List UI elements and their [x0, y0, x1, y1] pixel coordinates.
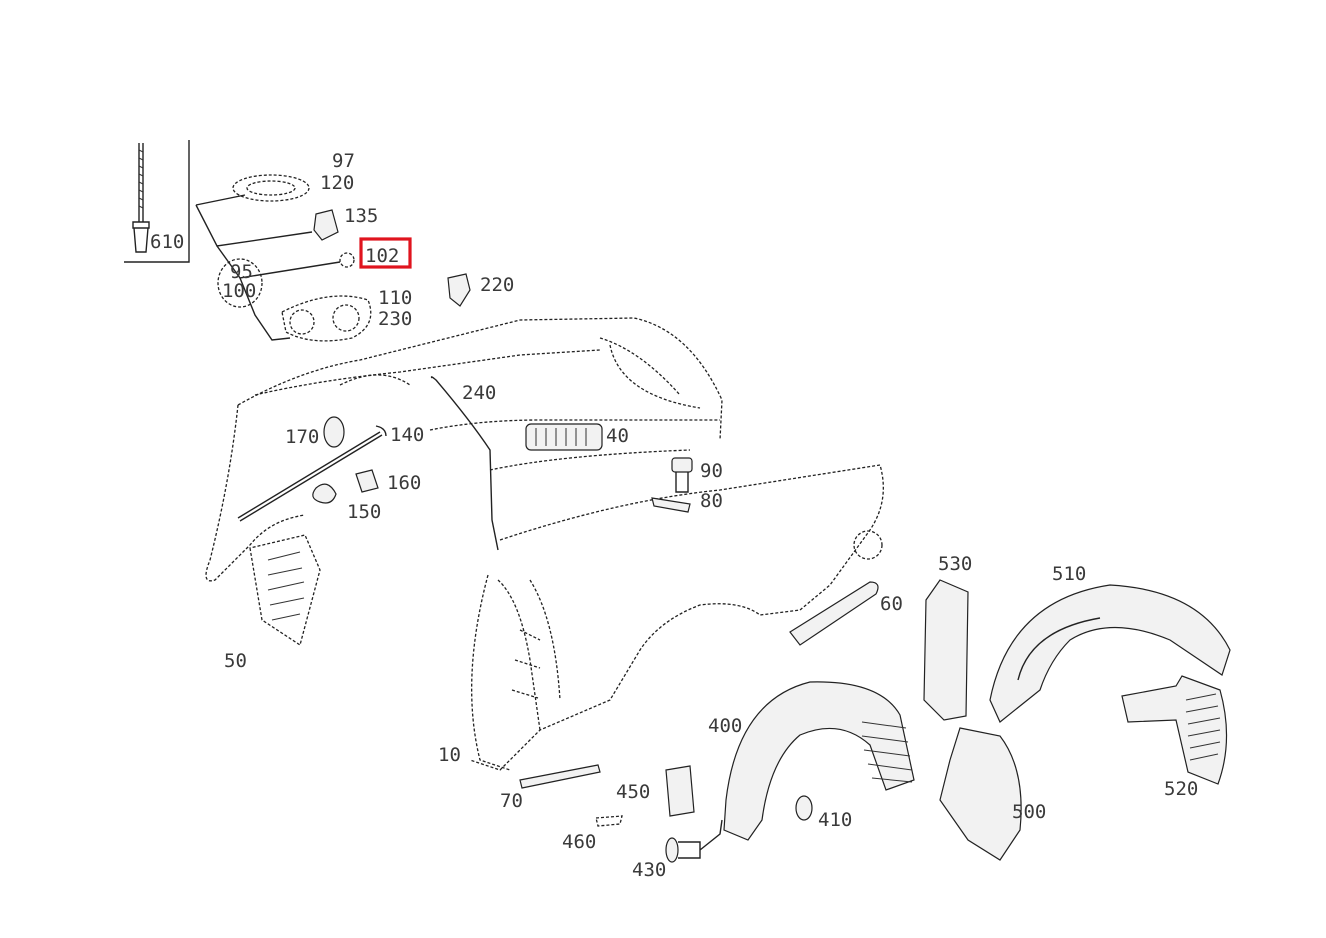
bracket-160-illustration	[355, 469, 379, 493]
callout-410[interactable]: 410	[818, 809, 852, 831]
callout-170[interactable]: 170	[285, 426, 319, 448]
callout-90[interactable]: 90	[700, 460, 723, 482]
rod-140-illustration	[237, 425, 387, 522]
upper-lamp-group-illustration	[195, 174, 471, 342]
bracket-80-illustration	[651, 497, 691, 513]
clip-170-illustration	[323, 416, 345, 448]
callout-160[interactable]: 160	[387, 472, 421, 494]
callout-100[interactable]: 100	[222, 280, 256, 302]
liner-520-illustration	[1121, 675, 1228, 785]
callout-140[interactable]: 140	[390, 424, 424, 446]
callout-220[interactable]: 220	[480, 274, 514, 296]
callout-530[interactable]: 530	[938, 553, 972, 575]
rear-quarter-panel-illustration	[469, 464, 884, 771]
callout-500[interactable]: 500	[1012, 801, 1046, 823]
selected-part-highlight[interactable]	[359, 237, 412, 269]
callout-150[interactable]: 150	[347, 501, 381, 523]
callout-40[interactable]: 40	[606, 425, 629, 447]
callout-430[interactable]: 430	[632, 859, 666, 881]
callout-400[interactable]: 400	[708, 715, 742, 737]
holder-150-illustration	[312, 483, 337, 504]
part-460-illustration	[595, 815, 623, 827]
wheel-arch-400-illustration	[723, 681, 915, 841]
clip-430-illustration	[665, 819, 723, 863]
callout-610[interactable]: 610	[150, 231, 184, 253]
seal-240-illustration	[430, 376, 499, 551]
part-450-illustration	[665, 765, 695, 817]
callout-102[interactable]: 102	[365, 245, 399, 267]
callout-120[interactable]: 120	[320, 172, 354, 194]
grommet-410-illustration	[795, 795, 813, 821]
liner-500-illustration	[939, 727, 1022, 861]
callout-97[interactable]: 97	[332, 150, 355, 172]
strip-70-illustration	[519, 764, 601, 789]
callout-60[interactable]: 60	[880, 593, 903, 615]
bolt-90-illustration	[671, 457, 693, 493]
callout-labels: 97 120 135 102 95 100 110 230 220 610 24…	[150, 150, 1198, 881]
callout-80[interactable]: 80	[700, 490, 723, 512]
callout-520[interactable]: 520	[1164, 778, 1198, 800]
callout-70[interactable]: 70	[500, 790, 523, 812]
body-side-panel-illustration	[205, 317, 723, 647]
wheel-liner-510-illustration	[989, 584, 1231, 723]
liner-530-illustration	[923, 579, 969, 721]
callout-10[interactable]: 10	[438, 744, 461, 766]
callout-50[interactable]: 50	[224, 650, 247, 672]
callout-240[interactable]: 240	[462, 382, 496, 404]
vent-40-illustration	[525, 423, 603, 451]
callout-450[interactable]: 450	[616, 781, 650, 803]
callout-95[interactable]: 95	[230, 261, 253, 283]
callout-135[interactable]: 135	[344, 205, 378, 227]
strip-60-illustration	[789, 581, 879, 646]
callout-110[interactable]: 110	[378, 287, 412, 309]
callout-460[interactable]: 460	[562, 831, 596, 853]
bolt-610-illustration	[124, 140, 190, 263]
callout-230[interactable]: 230	[378, 308, 412, 330]
callout-510[interactable]: 510	[1052, 563, 1086, 585]
